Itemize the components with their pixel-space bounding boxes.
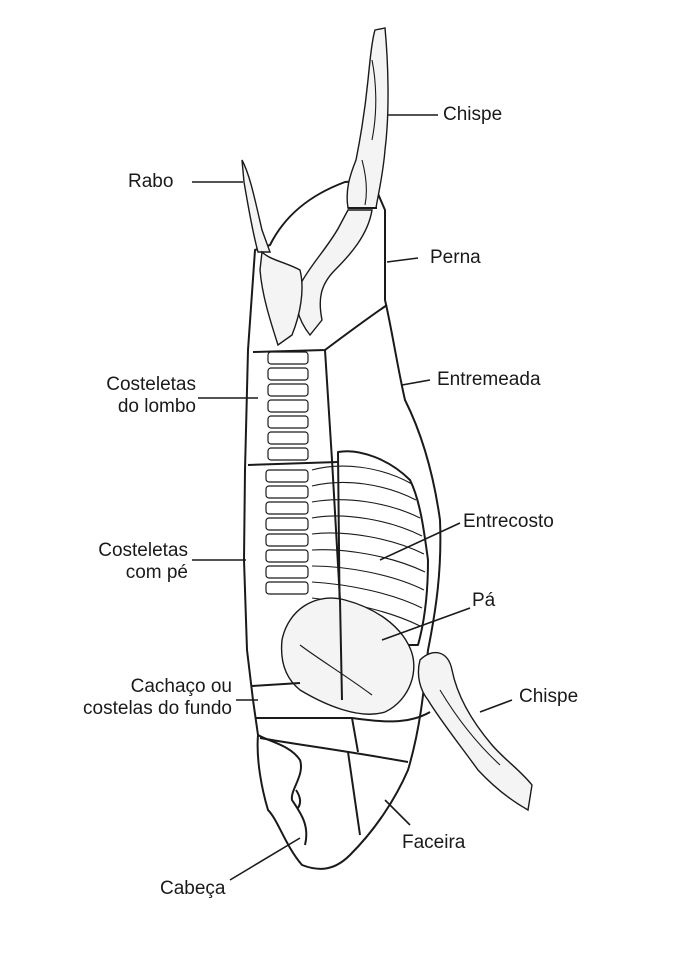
label-chispe-bottom: Chispe xyxy=(519,686,578,708)
tail-bone xyxy=(242,160,270,252)
top-hock xyxy=(347,28,388,208)
label-perna: Perna xyxy=(430,247,481,269)
label-cabeca: Cabeça xyxy=(160,878,226,900)
label-costeletas-lombo-line1: Costeletas xyxy=(72,374,196,396)
label-rabo: Rabo xyxy=(128,171,173,193)
front-leg xyxy=(418,653,532,810)
label-faceira: Faceira xyxy=(402,832,465,854)
leader-cabeca xyxy=(230,838,300,880)
label-cachaco: Cachaço ou costelas do fundo xyxy=(60,676,232,720)
label-costeletas-lombo-line2: do lombo xyxy=(72,396,196,418)
leader-entremeada xyxy=(402,380,430,385)
label-entrecosto: Entrecosto xyxy=(463,511,554,533)
label-costeletas-pe: Costeletas com pé xyxy=(64,540,188,584)
label-chispe-top: Chispe xyxy=(443,104,502,126)
label-cachaco-line1: Cachaço ou xyxy=(60,676,232,698)
leader-faceira xyxy=(385,800,410,825)
leader-chispe-bottom xyxy=(480,700,512,712)
label-costeletas-pe-line1: Costeletas xyxy=(64,540,188,562)
label-pa: Pá xyxy=(472,590,495,612)
leader-perna xyxy=(387,258,418,262)
label-costeletas-pe-line2: com pé xyxy=(64,562,188,584)
spine xyxy=(266,352,308,594)
label-entremeada: Entremeada xyxy=(437,369,541,391)
label-cachaco-line2: costelas do fundo xyxy=(60,698,232,720)
label-costeletas-lombo: Costeletas do lombo xyxy=(72,374,196,418)
